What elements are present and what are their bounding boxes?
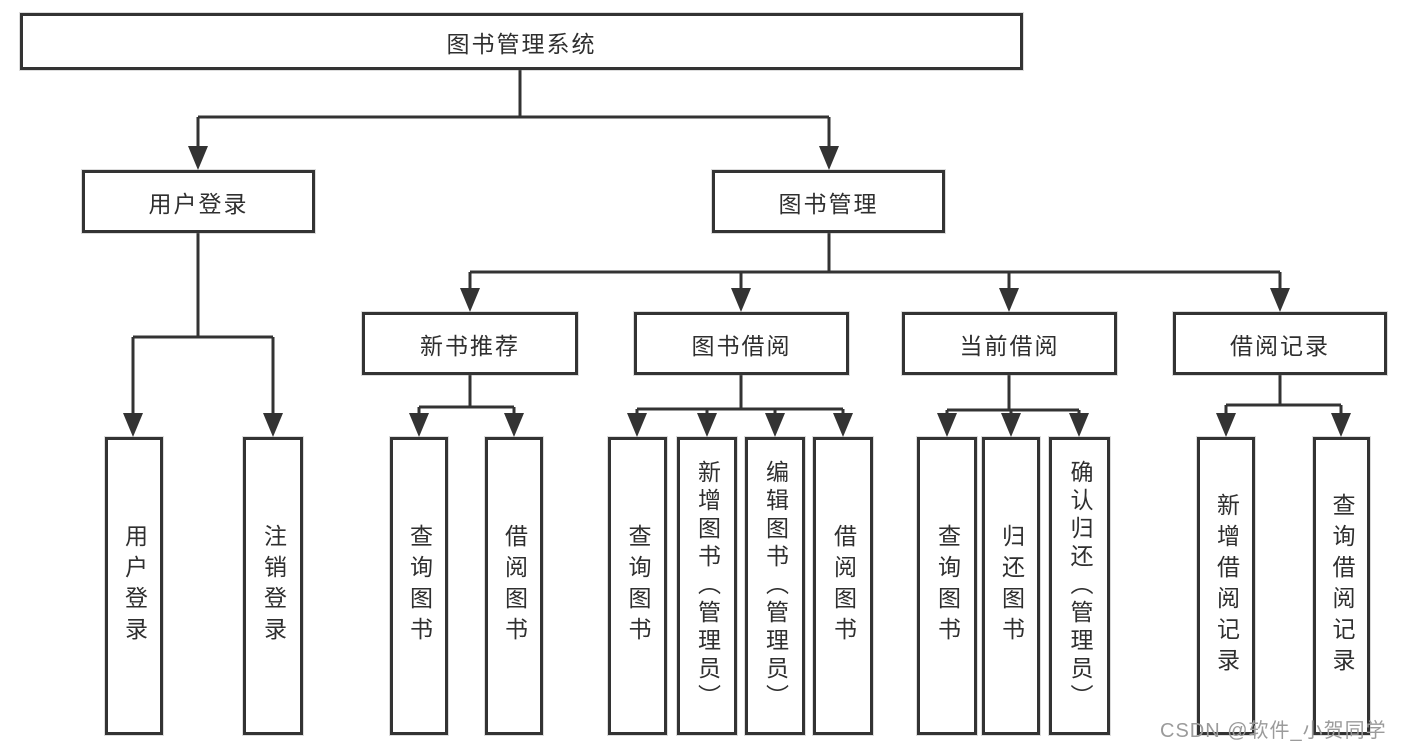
node-borrow-records-label: 借阅记录 xyxy=(1230,332,1330,359)
node-book-management-label: 图书管理 xyxy=(778,190,879,217)
node-leaf-borrow-book-2-label: 借阅图书 xyxy=(830,524,857,648)
node-leaf-add-book-label: 新增图书（管理员） xyxy=(694,460,721,712)
node-leaf-borrow-book-2: 借阅图书 xyxy=(813,437,873,735)
node-new-book-recommend: 新书推荐 xyxy=(362,312,578,375)
node-leaf-query-borrow-record-label: 查询借阅记录 xyxy=(1329,493,1355,679)
node-root: 图书管理系统 xyxy=(20,13,1023,70)
node-book-management: 图书管理 xyxy=(712,170,945,233)
node-leaf-add-borrow-record: 新增借阅记录 xyxy=(1197,437,1255,735)
csdn-watermark: CSDN @软件_小贺同学 xyxy=(1160,720,1387,742)
node-leaf-confirm-return-label: 确认归还（管理员） xyxy=(1067,460,1093,712)
node-user-login: 用户登录 xyxy=(82,170,315,233)
node-leaf-borrow-book-1: 借阅图书 xyxy=(485,437,543,735)
node-leaf-confirm-return: 确认归还（管理员） xyxy=(1049,437,1110,735)
node-leaf-return-book: 归还图书 xyxy=(982,437,1040,735)
node-leaf-query-book-3-label: 查询图书 xyxy=(934,524,961,648)
node-leaf-edit-book-label: 编辑图书（管理员） xyxy=(762,460,789,712)
node-leaf-query-book-3: 查询图书 xyxy=(917,437,977,735)
node-leaf-logout-label: 注销登录 xyxy=(260,524,287,648)
node-leaf-logout: 注销登录 xyxy=(243,437,303,735)
node-leaf-user-login-label: 用户登录 xyxy=(121,524,148,648)
node-leaf-query-book-2: 查询图书 xyxy=(608,437,667,735)
node-new-book-recommend-label: 新书推荐 xyxy=(420,332,520,359)
node-leaf-return-book-label: 归还图书 xyxy=(998,524,1025,648)
node-leaf-query-book-2-label: 查询图书 xyxy=(625,524,651,648)
node-current-borrow: 当前借阅 xyxy=(902,312,1117,375)
node-leaf-query-book-1-label: 查询图书 xyxy=(406,524,433,648)
arrowheads xyxy=(123,146,1351,437)
node-leaf-query-book-1: 查询图书 xyxy=(390,437,448,735)
node-book-borrow-label: 图书借阅 xyxy=(691,332,792,359)
node-leaf-add-borrow-record-label: 新增借阅记录 xyxy=(1213,493,1240,679)
node-leaf-borrow-book-1-label: 借阅图书 xyxy=(501,524,528,648)
node-book-borrow: 图书借阅 xyxy=(634,312,849,375)
node-leaf-edit-book: 编辑图书（管理员） xyxy=(745,437,805,735)
node-borrow-records: 借阅记录 xyxy=(1173,312,1387,375)
node-root-label: 图书管理系统 xyxy=(446,30,597,57)
node-leaf-query-borrow-record: 查询借阅记录 xyxy=(1313,437,1370,735)
node-current-borrow-label: 当前借阅 xyxy=(959,332,1060,359)
node-user-login-label: 用户登录 xyxy=(148,190,249,217)
node-leaf-user-login: 用户登录 xyxy=(105,437,163,735)
node-leaf-add-book: 新增图书（管理员） xyxy=(677,437,737,735)
